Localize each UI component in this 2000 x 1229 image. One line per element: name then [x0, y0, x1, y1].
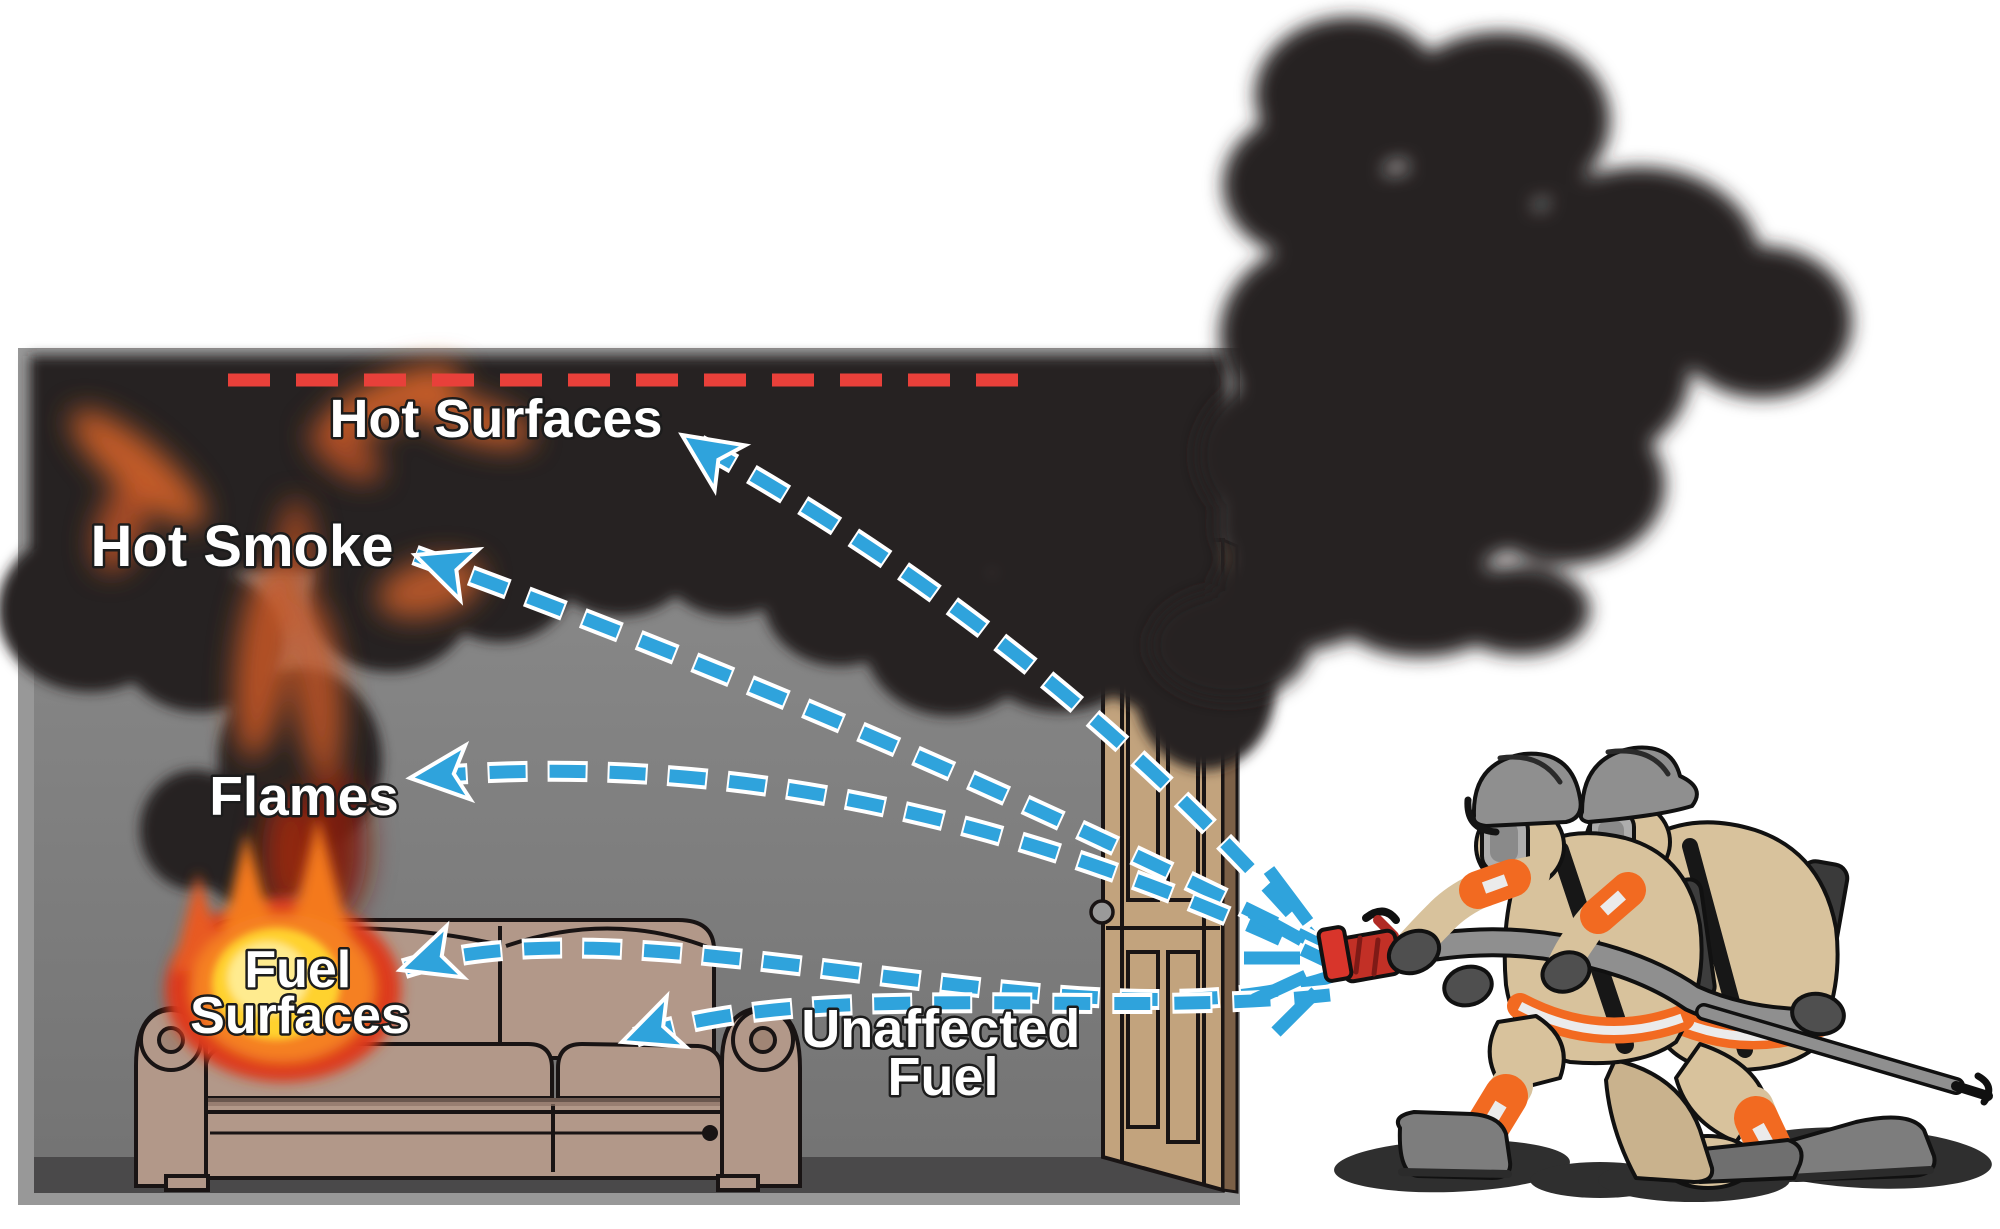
boot [1395, 1110, 1513, 1180]
helmet-ridge [1605, 748, 1671, 777]
label-fuel-surfaces-line2: Surfaces [190, 987, 410, 1045]
helmet [1578, 745, 1699, 824]
helmet-brim [1464, 796, 1500, 836]
nozzle-bell [1316, 925, 1354, 983]
arm-stripe-white [1600, 890, 1626, 916]
glove [1790, 991, 1846, 1037]
smoke-puff [1216, 473, 1308, 577]
boot-sole [1398, 1168, 1512, 1178]
helmet [1471, 751, 1583, 828]
spray-stroke [1247, 906, 1306, 946]
rear-leg [1604, 1058, 1715, 1184]
nozzle-rib [1371, 937, 1381, 977]
tool-hook [1974, 1072, 1993, 1106]
exterior-smoke-plume [1150, 17, 1852, 700]
couch-seat-cushion [556, 1041, 724, 1100]
smoke-puff [1465, 405, 1665, 565]
glow-streak [322, 364, 462, 436]
tool-pole [1698, 1006, 1962, 1092]
smoke-glow-streaks [70, 364, 534, 619]
jacket-hem-stripe-white [1517, 1002, 1684, 1035]
flame-core [212, 928, 340, 1040]
nozzle-bale [1362, 907, 1400, 924]
rear-boot [1692, 1138, 1804, 1184]
boot-sole [1786, 1166, 1934, 1182]
label-fuel-surfaces: Fuel Surfaces [190, 941, 410, 1045]
smoke-puff [1390, 32, 1610, 208]
water-spray [1244, 866, 1321, 1037]
glow-streak [93, 483, 147, 573]
nozzle-rib [1353, 935, 1363, 975]
smoke-puff [1450, 565, 1590, 655]
glow-streak [70, 409, 206, 527]
label-unaffected-fuel-line1: Unaffected [801, 999, 1080, 1059]
door-panel [1166, 950, 1200, 1144]
couch-seat-shadow [206, 1098, 722, 1106]
couch-foot [716, 1174, 760, 1192]
flame-streak [234, 560, 290, 760]
arrowhead [617, 990, 692, 1050]
arm-stripe-white [1481, 874, 1509, 894]
flame-streak [276, 499, 316, 631]
smoke-puff [1150, 590, 1310, 700]
glove [1386, 928, 1442, 976]
arrowhead [410, 546, 485, 606]
spray-stroke [1251, 970, 1309, 1006]
flame-streak [292, 598, 344, 782]
label-hot-surfaces: Hot Surfaces [329, 389, 662, 449]
spray-stroke [1271, 987, 1321, 1037]
glow-streak [308, 422, 382, 482]
ember-column [262, 793, 310, 917]
arrowhead [678, 432, 752, 497]
stream-arrows [395, 425, 1340, 1052]
smoke-puff [1672, 246, 1852, 398]
arrow-to-hot-surfaces [676, 425, 1339, 965]
glove [1540, 950, 1592, 994]
couch-button [702, 1125, 718, 1141]
hose-nozzle [1316, 907, 1403, 984]
couch-left-arm-scroll-center [157, 1026, 185, 1054]
smoke-puff [660, 504, 800, 616]
smoke-puff [140, 770, 250, 890]
visor-shade [1490, 822, 1518, 862]
glow-streak [414, 391, 534, 449]
label-flames: Flames [209, 765, 399, 827]
smoke-puff [548, 504, 692, 616]
hose-and-tool [1381, 927, 1993, 1106]
fire [165, 499, 401, 1082]
firefighters [1244, 745, 1993, 1202]
tool-tip [1951, 1081, 1993, 1101]
label-hot-smoke: Hot Smoke [91, 514, 394, 579]
arrow-to-unaffected-fuel [617, 984, 1332, 1052]
labels: Hot Surfaces Hot Smoke Flames Fuel Surfa… [88, 387, 1085, 1110]
label-unaffected-fuel-line2: Fuel [887, 1047, 998, 1107]
helmet-ridge [1497, 754, 1563, 785]
firefighter-1-front-leg [1395, 1014, 1566, 1180]
arms-and-gloves [1386, 856, 1846, 1037]
couch-foot [164, 1174, 210, 1192]
arrowhead [405, 740, 476, 804]
couch-right-arm-scroll-center [749, 1026, 777, 1054]
label-unaffected-fuel: Unaffected Fuel [801, 999, 1085, 1107]
firefighter-1-rear-leg [1604, 1058, 1804, 1184]
arrowhead [395, 920, 470, 980]
arrow-to-hot-smoke [410, 545, 1335, 960]
flame-bright-core [228, 942, 308, 1014]
arrow-to-fuel-surfaces [395, 920, 1339, 1010]
door-knob [1089, 899, 1115, 925]
door-panel [1126, 950, 1160, 1129]
glove [1442, 964, 1494, 1008]
arrow-to-flames [405, 740, 1340, 975]
spray-stroke [1263, 866, 1314, 926]
label-fuel-surfaces-line1: Fuel [244, 941, 351, 999]
